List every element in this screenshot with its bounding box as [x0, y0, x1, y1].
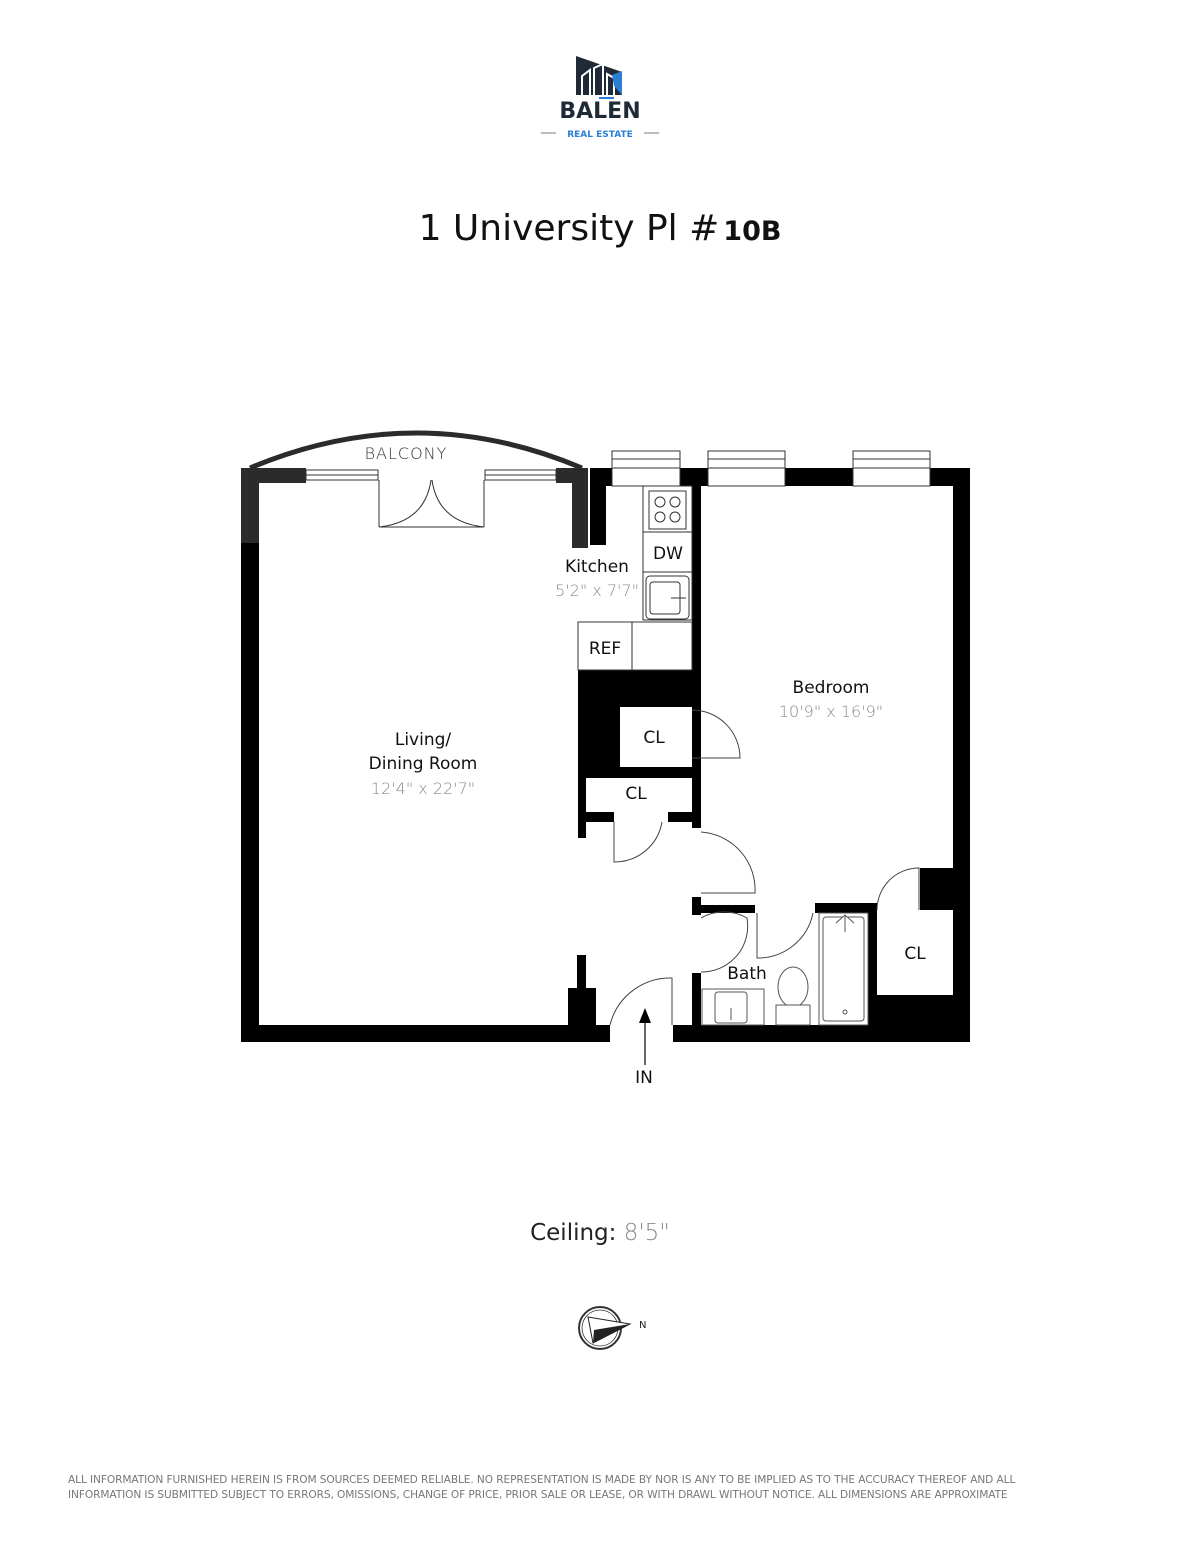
balcony-label: BALCONY	[365, 444, 448, 463]
disclaimer-line: ALL INFORMATION FURNISHED HEREIN IS FROM…	[68, 1474, 1016, 1486]
bathtub-icon	[818, 912, 869, 1026]
ceiling-value: 8'5"	[623, 1220, 670, 1246]
balcony-door	[378, 479, 485, 528]
balcony-railing	[249, 430, 583, 471]
page-title: 1 University Pl #10B	[0, 208, 1200, 249]
window	[305, 469, 557, 481]
address: 1 University Pl #	[418, 208, 720, 249]
closet-bedroom	[877, 913, 953, 995]
compass-icon: N	[578, 1306, 646, 1350]
kitchen-sink-icon	[645, 575, 690, 620]
dishwasher-label: DW	[653, 544, 683, 564]
living-dims: 12'4" x 22'7"	[371, 779, 475, 798]
kitchen-label: Kitchen	[565, 557, 629, 577]
closet-label: CL	[643, 728, 665, 748]
ceiling-label: Ceiling:	[530, 1220, 617, 1246]
closet-label: CL	[625, 784, 647, 804]
disclaimer: ALL INFORMATION FURNISHED HEREIN IS FROM…	[68, 1473, 1168, 1503]
compass-north-label: N	[639, 1320, 646, 1331]
balen-logo: BALEN REAL ESTATE	[541, 56, 659, 140]
unit-number: 10B	[723, 216, 782, 247]
kitchen-dims: 5'2" x 7'7"	[555, 581, 639, 600]
bedroom-label: Bedroom	[793, 678, 870, 698]
entry-arrow-icon	[639, 1008, 651, 1065]
door-swing	[609, 709, 920, 1026]
logo-building-icon	[576, 56, 622, 95]
stove-icon	[648, 490, 687, 530]
living-label-line1: Living/	[395, 730, 452, 750]
living-label-line2: Dining Room	[369, 754, 478, 774]
disclaimer-line: INFORMATION IS SUBMITTED SUBJECT TO ERRO…	[68, 1489, 1008, 1501]
refrigerator-label: REF	[589, 639, 621, 659]
bath-label: Bath	[727, 964, 767, 984]
ceiling-height: Ceiling: 8'5"	[0, 1220, 1200, 1246]
toilet-icon	[775, 966, 811, 1026]
floor-plan: BALCONY Kitchen 5'2" x 7'7" DW REF CL CL…	[241, 430, 970, 1088]
bath-sink-icon	[701, 988, 765, 1026]
closet-label: CL	[904, 944, 926, 964]
refrigerator	[577, 621, 693, 671]
logo-tagline: REAL ESTATE	[567, 130, 633, 140]
entry-label: IN	[635, 1068, 653, 1088]
bedroom-dims: 10'9" x 16'9"	[779, 702, 883, 721]
logo-brand: BALEN	[559, 99, 640, 124]
window	[611, 450, 931, 487]
